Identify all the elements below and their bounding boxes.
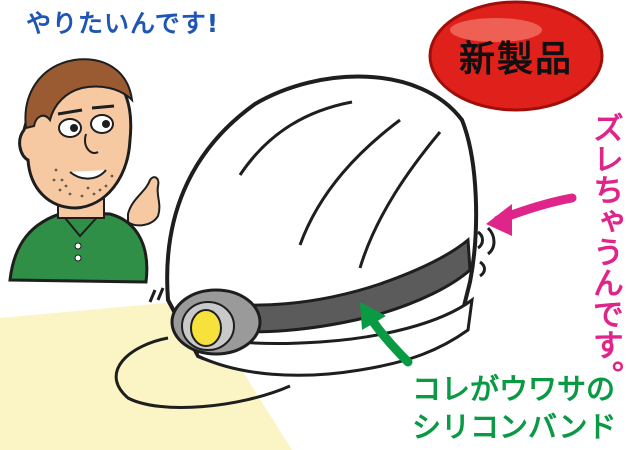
- wobble-mark: [156, 287, 165, 301]
- man-pupil: [102, 120, 110, 128]
- wobble-mark: [486, 226, 496, 256]
- man-pupil: [70, 124, 78, 132]
- band-caption: コレがウワサの シリコンバンド: [412, 370, 616, 446]
- silicone-band: [194, 236, 472, 334]
- man-hand: [127, 176, 161, 227]
- wobble-mark: [148, 289, 157, 303]
- band-caption-line1: コレがウワサの: [412, 372, 616, 406]
- lamp-cable: [114, 336, 291, 409]
- wobble-mark: [477, 230, 484, 250]
- man-mouth: [69, 169, 107, 180]
- man-nose: [84, 133, 99, 154]
- badge-highlight: [450, 18, 542, 42]
- man-eyebrow: [91, 104, 115, 110]
- man-eyebrow: [57, 108, 83, 116]
- headlamp-lens: [190, 309, 222, 347]
- speech-caption: やりたいんです!: [26, 9, 220, 38]
- green-arrow-head: [360, 302, 386, 330]
- badge-label: 新製品: [458, 39, 573, 80]
- man-hair: [24, 58, 134, 130]
- man-stubble: [52, 168, 114, 198]
- helmet-ridge: [358, 131, 442, 269]
- shirt-button: [74, 242, 82, 250]
- shift-caption: ズレちゃうんです。: [587, 112, 623, 391]
- pink-arrow-head: [486, 204, 512, 236]
- shirt-button: [74, 254, 82, 262]
- band-caption-line2: シリコンバンド: [412, 410, 617, 444]
- helmet-ridge: [238, 100, 353, 176]
- wobble-mark: [479, 260, 486, 278]
- helmet-ridge: [298, 118, 401, 246]
